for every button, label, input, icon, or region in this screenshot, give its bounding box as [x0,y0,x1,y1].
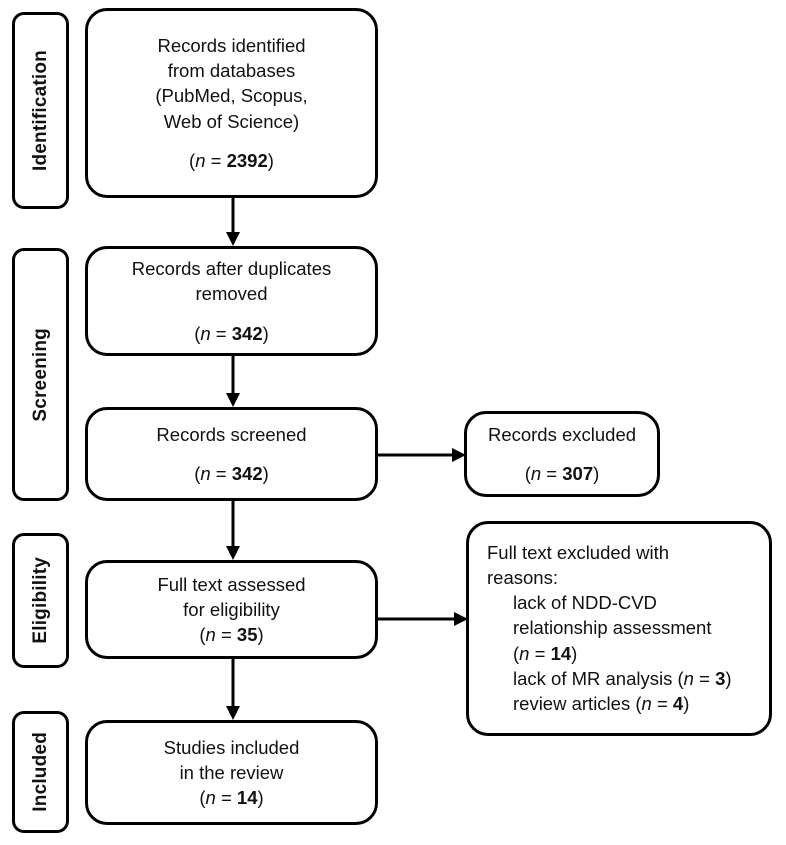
records-identified-line4: Web of Science) [163,110,300,132]
records-after-duplicates-count: (n = 342) [194,322,269,344]
records-screened-count: (n = 342) [194,463,269,484]
phase-label-eligibility: Eligibility [12,533,69,668]
full-text-excluded-reason2: lack of MR analysis (n = 3) [513,667,732,689]
arrow-identified-to-duplicates [222,196,244,248]
phase-label-identification: Identification [12,12,69,209]
full-text-assessed-line2: for eligibility [183,598,280,620]
box-records-identified: Records identified from databases (PubMe… [85,8,378,198]
records-identified-line2: from databases [167,60,296,82]
records-identified-line1: Records identified [157,35,306,57]
records-after-duplicates-line2: removed [195,283,268,305]
records-screened-line1: Records screened [156,423,307,445]
records-after-duplicates-line1: Records after duplicates [131,258,332,280]
studies-included-count: (n = 14) [199,787,264,809]
box-records-excluded: Records excluded (n = 307) [464,411,660,497]
phase-label-included: Included [12,711,69,833]
full-text-excluded-reason1b: relationship assessment [513,617,712,639]
studies-included-line1: Studies included [163,736,300,758]
box-full-text-excluded: Full text excluded with reasons: lack of… [466,521,772,736]
arrow-duplicates-to-screened [222,354,244,409]
box-full-text-assessed: Full text assessed for eligibility (n = … [85,560,378,659]
phase-label-eligibility-text: Eligibility [30,557,51,644]
full-text-excluded-reason3: review articles (n = 4) [513,692,690,714]
phase-label-screening: Screening [12,248,69,501]
studies-included-line2: in the review [179,761,284,783]
box-records-after-duplicates: Records after duplicates removed (n = 34… [85,246,378,356]
arrow-screened-to-excluded [376,444,468,466]
records-excluded-count: (n = 307) [524,463,600,484]
records-identified-count: (n = 2392) [189,149,274,171]
records-identified-line3: (PubMed, Scopus, [155,85,308,107]
box-records-screened: Records screened (n = 342) [85,407,378,501]
full-text-assessed-count: (n = 35) [199,624,264,646]
phase-label-screening-text: Screening [30,327,51,422]
full-text-assessed-line1: Full text assessed [157,573,306,595]
full-text-excluded-line1: Full text excluded with [487,542,670,563]
full-text-excluded-reason1: lack of NDD-CVD [513,592,657,614]
arrow-fulltext-to-excluded-reasons [376,608,470,630]
phase-label-identification-text: Identification [30,49,51,172]
box-studies-included: Studies included in the review (n = 14) [85,720,378,825]
full-text-excluded-reason1-count: (n = 14) [513,642,578,664]
arrow-screened-to-fulltext [222,499,244,562]
phase-label-included-text: Included [30,732,51,812]
arrow-fulltext-to-included [222,658,244,722]
full-text-excluded-line2: reasons: [487,567,558,589]
records-excluded-line1: Records excluded [487,423,637,445]
